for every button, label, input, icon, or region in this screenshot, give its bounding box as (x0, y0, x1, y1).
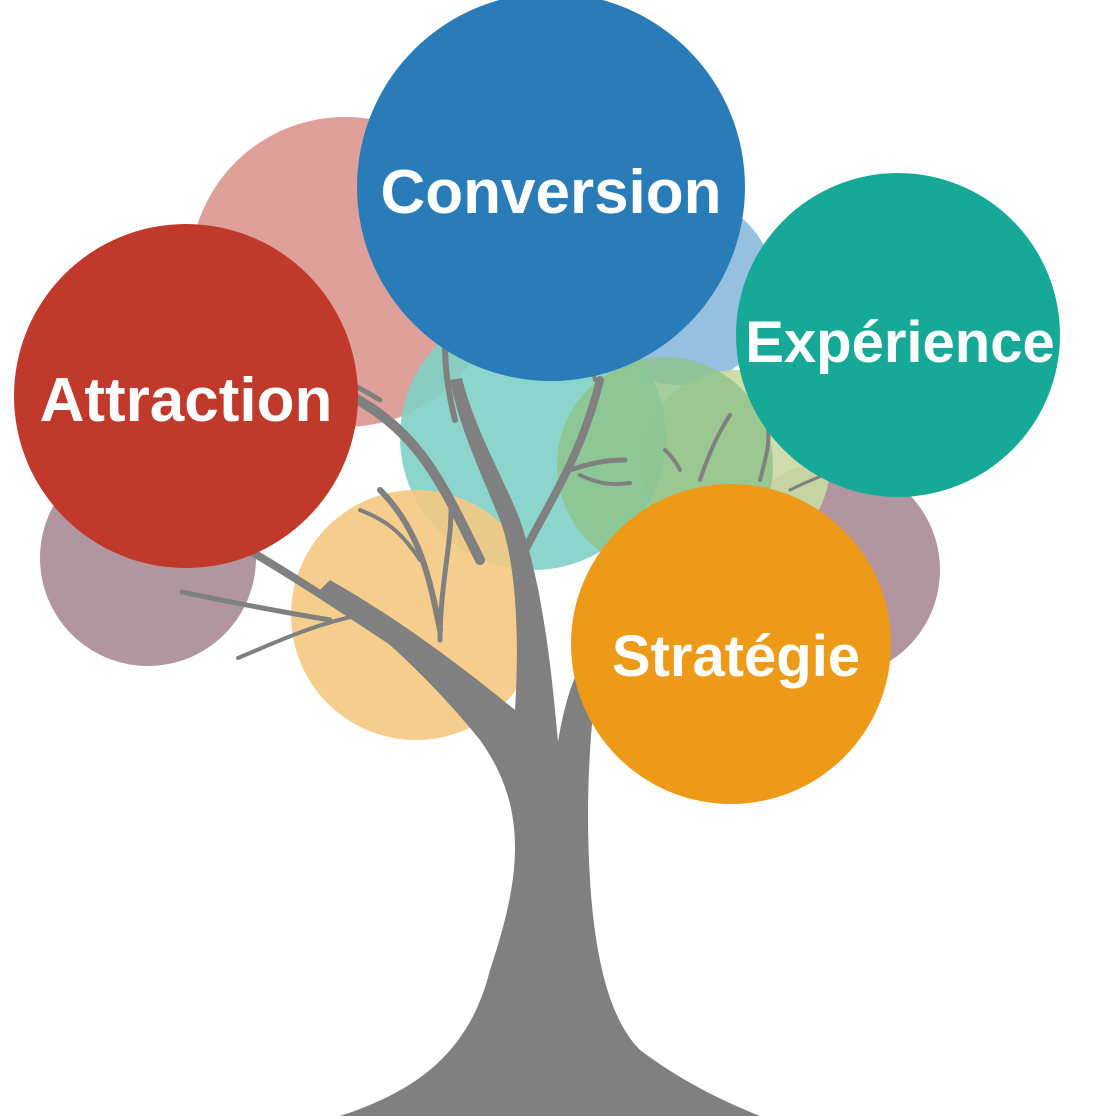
branch-left-lower-tip (179, 589, 333, 623)
branch-left-upper (335, 385, 485, 565)
branch-left-lower (236, 541, 424, 664)
branch-right-olive-1 (698, 413, 732, 482)
main-circles: Attraction Conversion Expérience Stratég… (14, 0, 1060, 804)
circle-strategie (571, 484, 891, 804)
branch-right-1 (516, 376, 604, 564)
branch-peach-2 (437, 492, 454, 643)
branch-right-olive-2 (758, 428, 771, 482)
branch-peach-3 (358, 508, 422, 562)
node-experience: Expérience (736, 173, 1060, 497)
circle-experience (736, 173, 1060, 497)
label-attraction: Attraction (40, 366, 333, 435)
node-strategie: Stratégie (571, 484, 891, 804)
branch-peach-1 (377, 487, 443, 633)
branch-left-lower-tip2 (236, 613, 362, 660)
label-experience: Expérience (745, 310, 1055, 375)
branch-right-2 (567, 457, 628, 473)
label-conversion: Conversion (380, 158, 721, 227)
label-strategie: Stratégie (612, 624, 860, 689)
tree-trunk (320, 378, 760, 1116)
circle-conversion (357, 0, 745, 381)
tree-branches (179, 297, 837, 664)
node-conversion: Conversion (357, 0, 745, 381)
tree (179, 297, 837, 1116)
node-attraction: Attraction (14, 224, 358, 568)
circle-attraction (14, 224, 358, 568)
branch-right-olive-3 (663, 448, 682, 472)
branch-right-3 (578, 473, 632, 486)
